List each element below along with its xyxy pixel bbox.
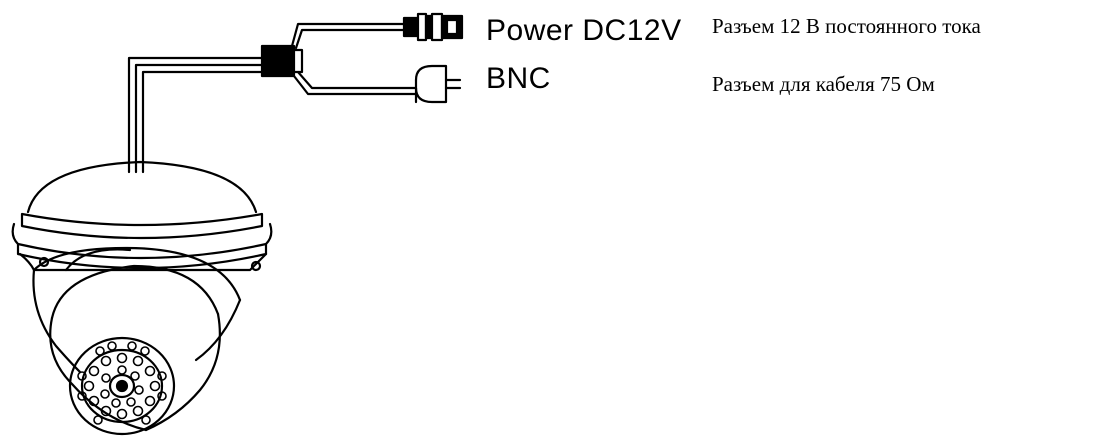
bnc-label: BNC [486, 62, 551, 95]
cable-splitter [260, 44, 304, 78]
ir-led-ring [77, 341, 167, 425]
power-description: Разъем 12 В постоянного тока [712, 14, 981, 38]
main-cable [127, 56, 264, 174]
dc-power-jack-icon [402, 12, 464, 42]
bnc-cable [292, 70, 418, 96]
dome-camera-icon [11, 160, 273, 436]
power-label: Power DC12V [486, 14, 682, 47]
bnc-plug-icon [414, 64, 462, 104]
bnc-description: Разъем для кабеля 75 Ом [712, 72, 935, 96]
power-cable [290, 22, 406, 50]
